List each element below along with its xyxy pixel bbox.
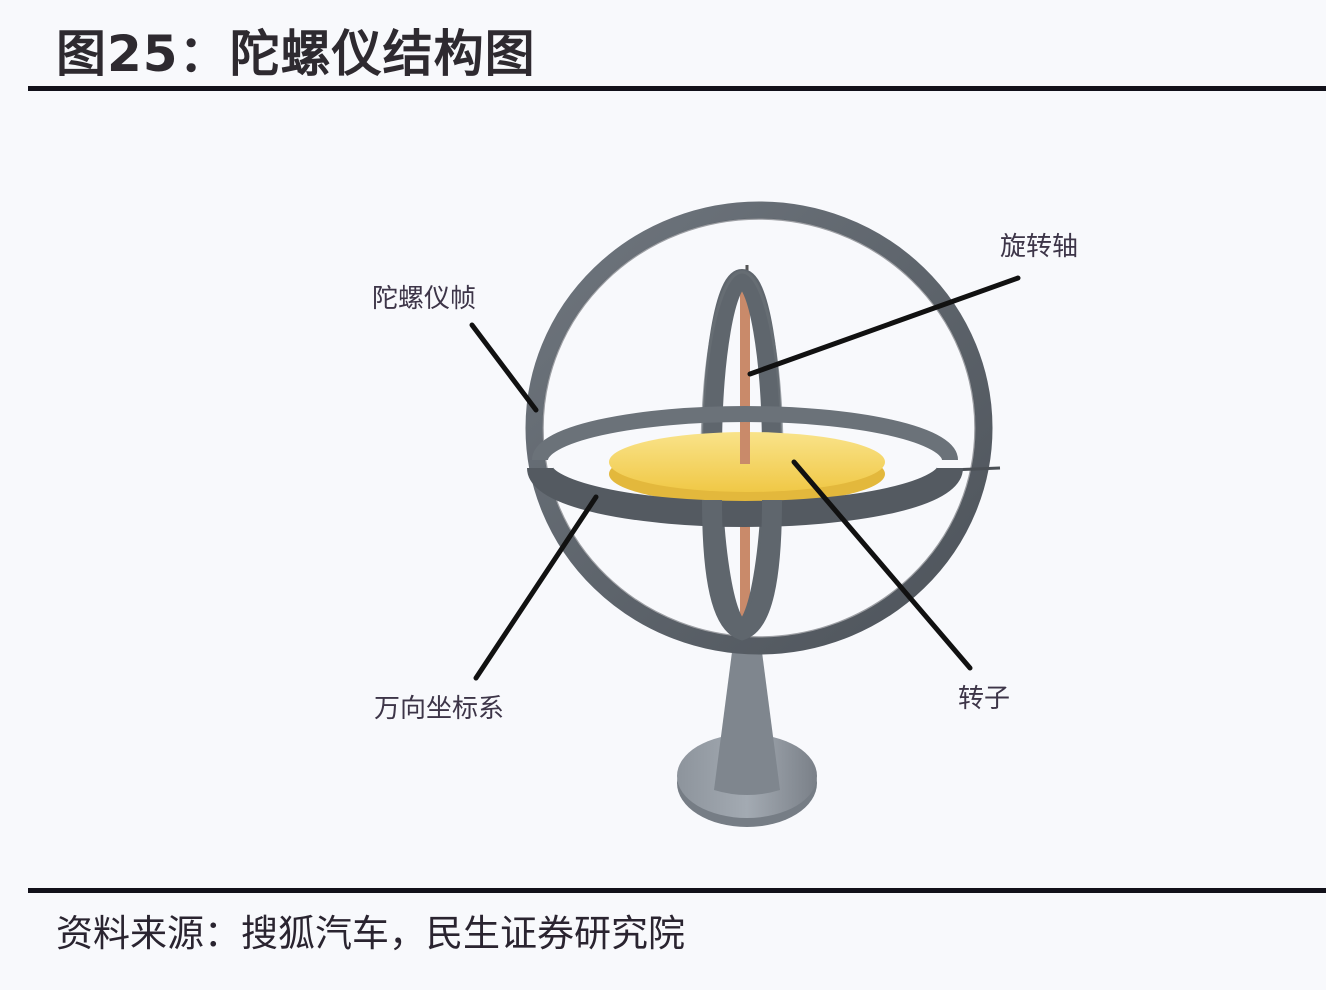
leader-lines (469, 275, 1021, 681)
frame-ring (525, 201, 993, 655)
vertical-ring-front (702, 499, 782, 641)
label-rotor: 转子 (958, 684, 1011, 714)
source-note: 资料来源：搜狐汽车，民生证券研究院 (56, 912, 685, 955)
label-frame: 陀螺仪帧 (372, 284, 477, 314)
label-gimbal: 万向坐标系 (374, 694, 505, 724)
rotor-disk (609, 380, 885, 504)
stand (677, 652, 817, 827)
figure-title: 图25：陀螺仪结构图 (56, 25, 536, 83)
label-spin-axis: 旋转轴 (1000, 232, 1079, 262)
top-divider (28, 86, 1326, 91)
horizontal-gimbal-ring (527, 406, 963, 527)
bottom-divider (28, 888, 1326, 893)
